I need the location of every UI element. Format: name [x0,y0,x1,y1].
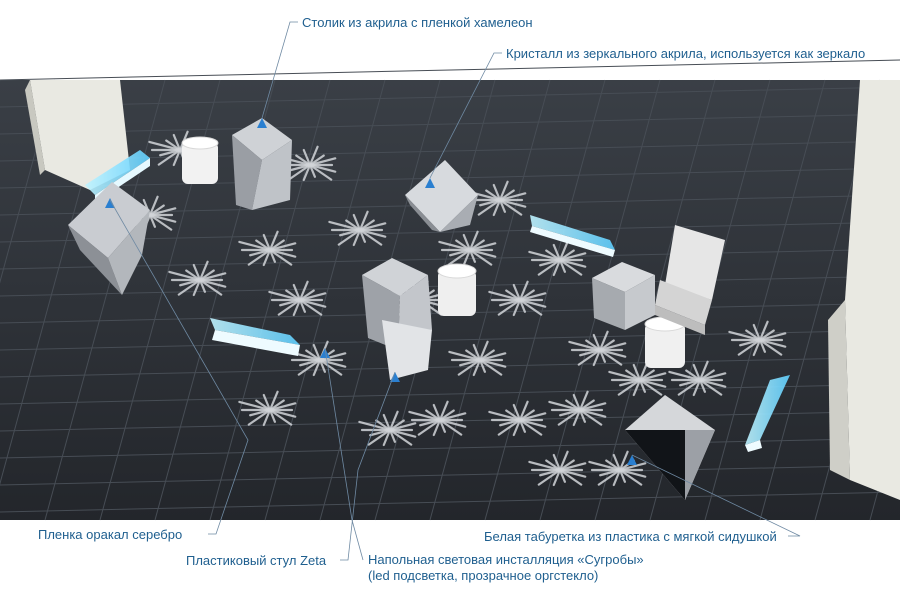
white-stool-2 [437,263,477,316]
label-floor-installation-line1: Напольная световая инсталляция «Сугробы» [368,552,644,567]
label-acrylic-table: Столик из акрила с пленкой хамелеон [302,15,533,30]
mirror-crystal-center [405,160,478,232]
cube-table-right [592,262,655,330]
mirror-crystal-bottom-right [625,395,715,500]
label-floor-installation: Напольная световая инсталляция «Сугробы»… [368,552,644,584]
label-zeta-chair: Пластиковый стул Zeta [186,553,327,568]
led-installation-right-top [530,215,615,257]
plastic-chair-zeta [655,225,725,335]
column-left [30,80,130,190]
label-floor-installation-line2: (led подсветка, прозрачное оргстекло) [368,568,599,583]
leader-lines [109,21,801,561]
crystal-table-center [362,258,432,380]
crystal-table-top-left [232,118,292,210]
mirror-crystal-left [68,182,150,295]
led-installation-right [745,375,790,452]
white-stool-1 [181,136,219,184]
column-right-shade [828,300,850,480]
column-left-shade [25,80,45,175]
arrow-markers [105,118,637,465]
label-silver-film: Пленка оракал серебро [38,527,183,542]
led-installation-center [210,318,300,356]
label-mirror-crystal: Кристалл из зеркального акрила, использу… [506,46,866,61]
label-white-stool: Белая табуретка из пластика с мягкой сид… [484,529,777,544]
white-stool-3 [644,316,686,368]
snowflake-decals [118,130,787,487]
column-right [845,80,900,500]
